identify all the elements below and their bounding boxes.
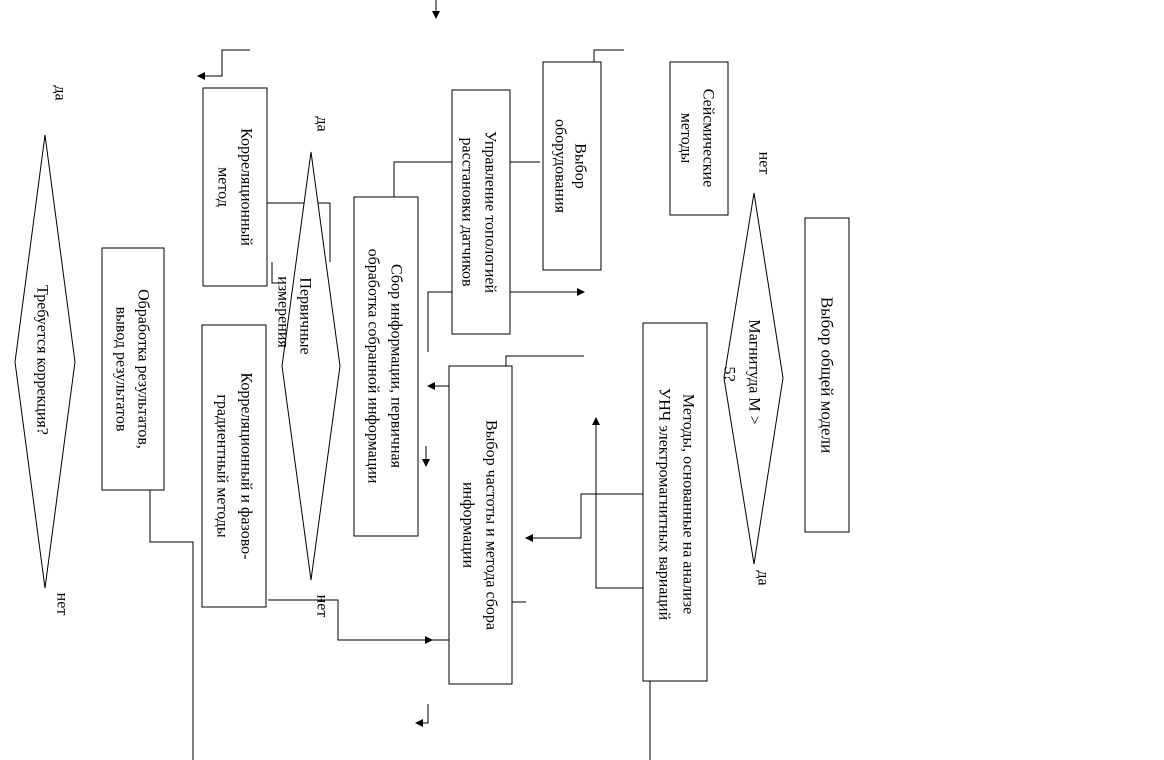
- ulf-methods-label-1: Методы, основанные на анализе: [680, 394, 697, 614]
- frequency-label-2: информации: [460, 482, 477, 568]
- ulf-methods-label-2: УНЧ электромагнитных вариаций: [656, 388, 673, 621]
- topology-label-1: Управление топологией: [482, 131, 499, 294]
- correction-yes-label: да: [52, 85, 69, 100]
- equipment-label-2: оборудования: [552, 119, 569, 214]
- correlation-method-box: Корреляционный метод: [202, 87, 268, 287]
- frequency-label-1: Выбор частоты и метода сбора: [483, 420, 500, 630]
- primary-yes-label: да: [314, 116, 331, 131]
- corr-phase-label-2: градиентный методы: [214, 394, 231, 538]
- primary-no-label: нет: [314, 595, 331, 618]
- processing-box: Обработка результатов, вывод результатов: [101, 247, 165, 491]
- general-model-label: Выбор общей модели: [818, 297, 837, 453]
- frequency-box: Выбор частоты и метода сбора информации: [448, 365, 513, 685]
- primary-measurements-diamond: Первичные измерения: [275, 151, 341, 581]
- magnitude-decision-diamond: Магнитуда M > 5?: [721, 192, 784, 565]
- primary-label-1: Первичные: [297, 277, 314, 354]
- collection-box: Сбор информации, первичная обработка соб…: [353, 196, 419, 537]
- processing-label-1: Обработка результатов,: [135, 289, 152, 449]
- seismic-methods-label-2: методы: [678, 113, 695, 164]
- ulf-methods-box: Методы, основанные на анализе УНЧ электр…: [642, 322, 708, 682]
- corr-phase-box: Корреляционный и фазово- градиентный мет…: [201, 324, 267, 608]
- correction-no-label: нет: [54, 593, 71, 616]
- corr-phase-label-1: Корреляционный и фазово-: [238, 373, 255, 560]
- magnitude-label-1: Магнитуда M >: [746, 319, 763, 424]
- magnitude-label-2: 5?: [721, 366, 738, 381]
- equipment-label-1: Выбор: [572, 143, 589, 189]
- primary-label-2: измерения: [275, 276, 292, 348]
- general-model-box: Выбор общей модели: [804, 217, 850, 533]
- topology-box: Управление топологией расстановки датчик…: [451, 89, 511, 335]
- collection-label-1: Сбор информации, первичная: [388, 264, 405, 469]
- seismic-methods-box: Сейсмические методы: [669, 61, 729, 216]
- collection-label-2: обработка собранной информации: [365, 249, 382, 484]
- correction-decision-diamond: Требуется коррекция?: [14, 134, 76, 589]
- magnitude-yes-label: да: [755, 570, 772, 585]
- correlation-method-label-1: Корреляционный: [238, 128, 255, 246]
- correction-label: Требуется коррекция?: [34, 285, 51, 435]
- equipment-box: Выбор оборудования: [542, 61, 602, 271]
- magnitude-no-label: нет: [756, 152, 773, 175]
- processing-label-2: вывод результатов: [113, 307, 130, 432]
- topology-label-2: расстановки датчиков: [459, 138, 476, 287]
- correlation-method-label-2: метод: [215, 167, 232, 207]
- seismic-methods-label-1: Сейсмические: [700, 89, 717, 187]
